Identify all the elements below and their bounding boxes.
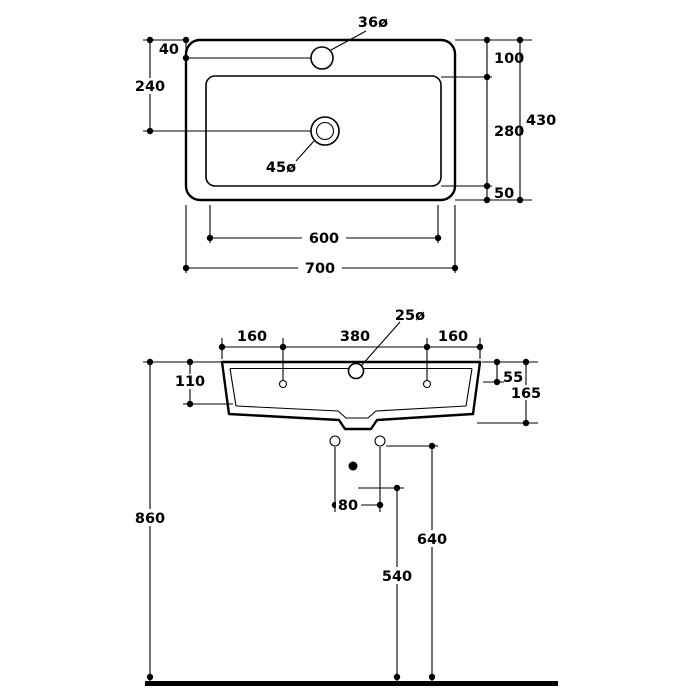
dim-600-label: 600 [309,231,339,247]
dimension-endpoint [146,36,154,44]
dimension-endpoint [218,343,226,351]
dimension-endpoint [476,343,484,351]
dimension-endpoint [522,419,530,427]
dim-160-left-label: 160 [237,329,267,345]
dimension-endpoint [493,358,501,366]
hole-diameter-label: 25ø [395,308,425,324]
tap-hole-circle [310,46,334,70]
dim-100-label: 100 [494,51,524,67]
center-hole-circle [347,362,365,380]
dimension-endpoint [376,501,384,509]
outlet-point [348,461,358,471]
label-background [413,530,451,547]
dim-110-label: 110 [175,374,205,390]
dim-55-label: 55 [503,370,523,386]
wall-inner-line [229,368,237,407]
dimension-endpoint [182,264,190,272]
dimension-endpoint [182,54,190,62]
basin-bottom-line [235,405,467,419]
fixing-hole-right [374,435,386,447]
dimension-endpoint [279,343,287,351]
label-background [378,567,416,584]
dimension-endpoint [483,36,491,44]
dimension-endpoint [493,378,501,386]
dimension-endpoint [434,234,442,242]
dim-165-label: 165 [511,386,541,402]
dim-240-label: 240 [135,79,165,95]
dim-430-label: 430 [526,113,556,129]
dim-860-label: 860 [135,511,165,527]
label-background [508,385,545,400]
label-background [298,260,342,276]
dimension-endpoint [146,673,154,681]
dimension-endpoint [522,358,530,366]
dim-540-label: 540 [382,569,412,585]
plan-view: 36ø 45ø 40 240 100 280 50 430 600 700 [131,15,556,277]
dimension-endpoint [423,343,431,351]
dim-280-label: 280 [494,124,524,140]
dimension-endpoint [516,36,524,44]
front-view: 160 380 160 25ø 110 55 165 860 80 540 64… [130,308,558,686]
floor-line [145,681,558,686]
label-background [302,230,346,246]
dimension-endpoint [146,127,154,135]
dim-40-label: 40 [159,42,179,58]
drain-outer-circle [310,116,340,146]
dimension-endpoint [428,442,436,450]
leader-line-center-hole [360,321,401,367]
dimension-endpoint [483,196,491,204]
dimension-endpoint [146,358,154,366]
leader-line-drain [295,140,315,162]
label-background [131,78,169,94]
dimension-endpoint [393,673,401,681]
dim-80-label: 80 [338,498,358,514]
wall-inner-line [465,368,473,407]
dimension-endpoint [451,264,459,272]
dimension-endpoint [393,484,401,492]
label-background [336,497,361,512]
dimension-endpoint [483,73,491,81]
dimension-endpoint [516,196,524,204]
label-background [130,509,170,526]
dimension-endpoint [483,182,491,190]
dimension-endpoint [186,400,194,408]
tap-diameter-label: 36ø [358,15,388,31]
dim-380-label: 380 [340,329,370,345]
dim-50-label: 50 [494,186,514,202]
face-hole-right [422,379,432,389]
face-hole-left [278,379,288,389]
dimension-endpoint [428,673,436,681]
dim-700-label: 700 [305,261,335,277]
leader-line-tap [330,30,367,51]
dim-160-right-label: 160 [438,329,468,345]
dimension-endpoint [186,358,194,366]
dimension-endpoint [182,36,190,44]
fixing-hole-left [329,435,341,447]
basin-front-outline [220,360,482,431]
label-background [172,374,208,389]
dim-640-label: 640 [417,532,447,548]
drain-diameter-label: 45ø [266,160,296,176]
drain-inner-circle [315,121,335,141]
dimension-endpoint [206,234,214,242]
